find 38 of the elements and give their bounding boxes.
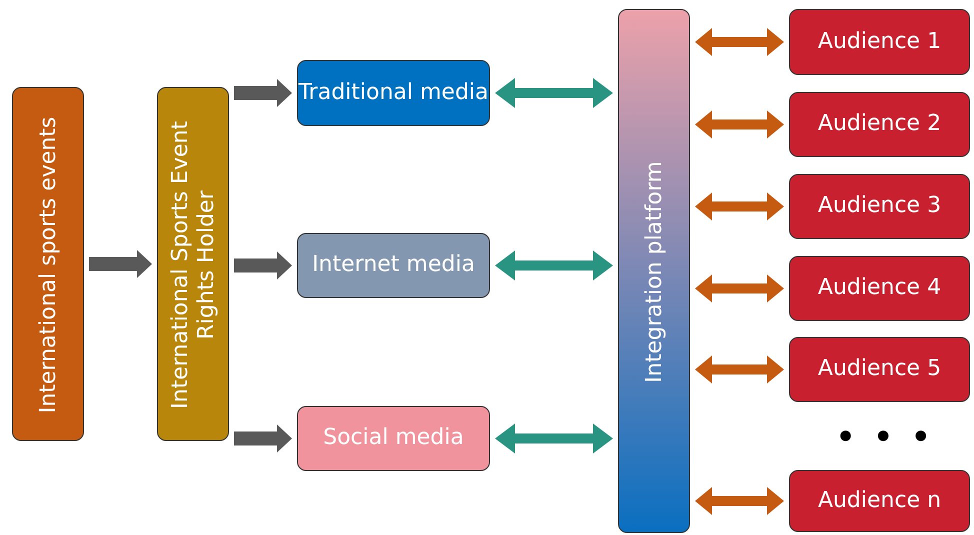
block-arrow: [695, 274, 784, 302]
node-label: Audience 1: [818, 28, 942, 56]
audience-box: [789, 92, 970, 157]
node-label: Social media: [323, 425, 464, 452]
block-arrow: [695, 487, 784, 515]
audience-box: [789, 337, 970, 402]
event-box: [12, 87, 84, 441]
audience-box: [789, 174, 970, 239]
block-arrow: [495, 78, 613, 108]
node-label: Audience 3: [818, 193, 942, 220]
block-arrow: [234, 79, 292, 107]
ellipsis-label: • • •: [836, 420, 934, 455]
block-arrow: [695, 356, 784, 384]
node-label: Integration platform: [642, 161, 668, 383]
node-label: International Sports Event Rights Holder: [168, 120, 220, 411]
media-box: [297, 406, 490, 471]
media-box: [297, 233, 490, 298]
block-arrow: [89, 250, 152, 278]
node-label: Audience 2: [818, 111, 942, 138]
node-label: Audience 5: [818, 356, 942, 383]
block-arrow: [234, 424, 292, 452]
node-label: Traditional media: [298, 80, 489, 106]
node-label: International sports events: [36, 116, 62, 414]
block-arrow: [695, 192, 784, 220]
rights-holder-box: [157, 87, 229, 441]
node-label: Internet media: [312, 252, 475, 279]
audience-box: [789, 256, 970, 321]
block-arrow: [234, 252, 292, 280]
node-label: Audience 4: [818, 275, 942, 302]
audience-box: [789, 470, 970, 532]
block-arrow: [495, 250, 613, 280]
platform-bar: [618, 9, 690, 533]
block-arrow: [695, 110, 784, 138]
node-label: Audience n: [818, 488, 942, 514]
media-box: [297, 60, 490, 126]
block-arrow: [495, 424, 613, 454]
block-arrow: [695, 28, 784, 56]
audience-box: [789, 9, 970, 75]
